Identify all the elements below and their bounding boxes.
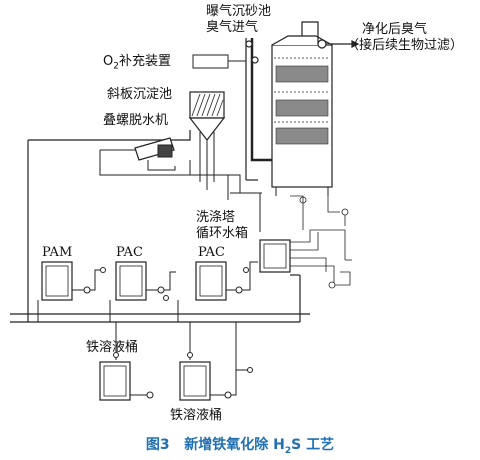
aeration-grit-label-2: 臭气进气: [206, 20, 259, 35]
treated-gas-outlet: [301, 21, 360, 49]
o2-prefix: O: [103, 54, 114, 69]
scrubber-tower: [271, 35, 333, 196]
iron-tank-label-bottom: 铁溶液桶: [170, 408, 223, 423]
inclined-settler-label: 斜板沉淀池: [107, 87, 173, 102]
o2-supplement-label: O2补充装置: [103, 54, 171, 75]
scrubber-label-2: 循环水箱: [196, 226, 249, 241]
o2-supplement-device: [192, 54, 229, 69]
inclined-plate-settler: [188, 91, 226, 190]
pac-label-1: PAC: [116, 245, 143, 260]
o2-sub: 2: [113, 61, 119, 72]
chemical-pipes: [37, 174, 262, 322]
caption-title-a: 新增铁氧化除 H: [184, 437, 285, 453]
o2-suffix: 补充装置: [118, 54, 171, 69]
iron-tank-2: [179, 352, 253, 401]
iron-tank-1: [99, 352, 154, 401]
treated-gas-label-2: （接后续生物过滤）: [346, 38, 464, 53]
screw-dewatering-machine: [99, 137, 191, 176]
caption-title-b: S 工艺: [291, 437, 335, 453]
pam-tank: [41, 261, 106, 301]
treated-gas-label-1: 净化后臭气: [362, 22, 428, 37]
iron-tank-label-top: 铁溶液桶: [86, 340, 139, 355]
packing-layer-2: [275, 99, 329, 117]
scrubber-label-1: 洗涤塔: [196, 210, 236, 225]
figure-caption: 图3 新增铁氧化除 H2S 工艺: [0, 434, 480, 456]
figure-number: 图3: [145, 437, 170, 453]
fan-icon: [317, 39, 327, 49]
pac-tank-2: [195, 261, 258, 301]
packing-layer-3: [275, 127, 329, 145]
pac-label-2: PAC: [198, 245, 225, 260]
main-piping: [10, 130, 310, 323]
pam-label: PAM: [42, 245, 73, 260]
aeration-grit-label-1: 曝气沉砂池: [206, 4, 272, 19]
screw-dewater-label: 叠螺脱水机: [103, 113, 169, 128]
caption-title-sub: 2: [284, 445, 292, 456]
packing-layer-1: [275, 65, 329, 83]
pac-tank-1: [115, 261, 176, 301]
circulating-water-tank: [259, 195, 352, 289]
